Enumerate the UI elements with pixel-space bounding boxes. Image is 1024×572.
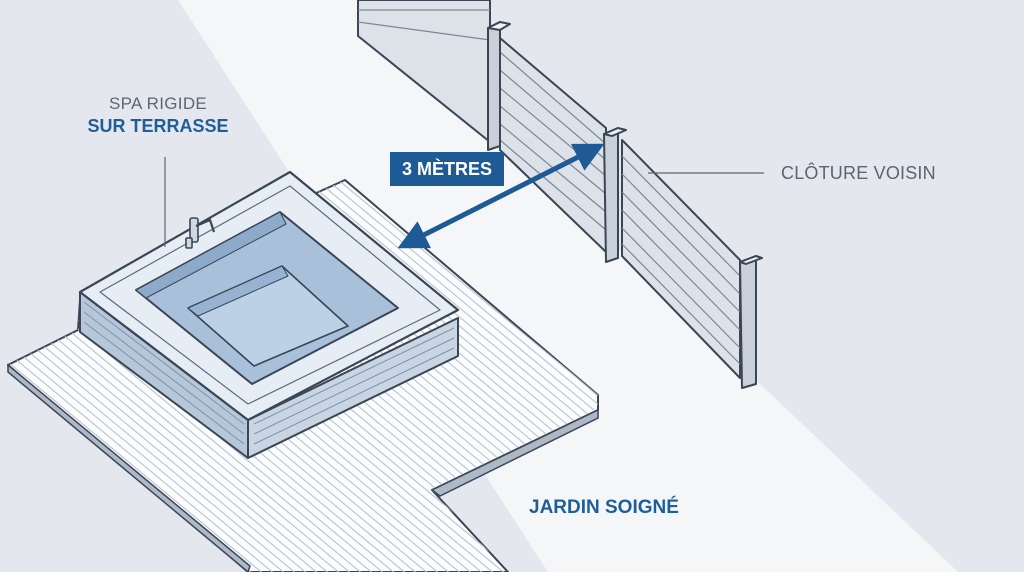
fence-post	[739, 255, 757, 389]
spa-label-line1: SPA RIGIDE	[108, 94, 208, 113]
spa-label: SPA RIGIDE SUR TERRASSE	[80, 94, 236, 137]
rigid-spa	[78, 170, 460, 459]
spa-label-line2: SUR TERRASSE	[87, 116, 229, 136]
garden-label: JARDIN SOIGNÉ	[529, 497, 679, 518]
fence-post	[487, 21, 501, 151]
fence-label: CLÔTURE VOISIN	[781, 163, 936, 183]
distance-badge: 3 MÈTRES	[390, 152, 504, 186]
spa-faucet	[185, 217, 216, 249]
fence-post	[603, 127, 619, 263]
garden-ground	[178, 0, 958, 572]
distance-arrow	[397, 143, 605, 249]
